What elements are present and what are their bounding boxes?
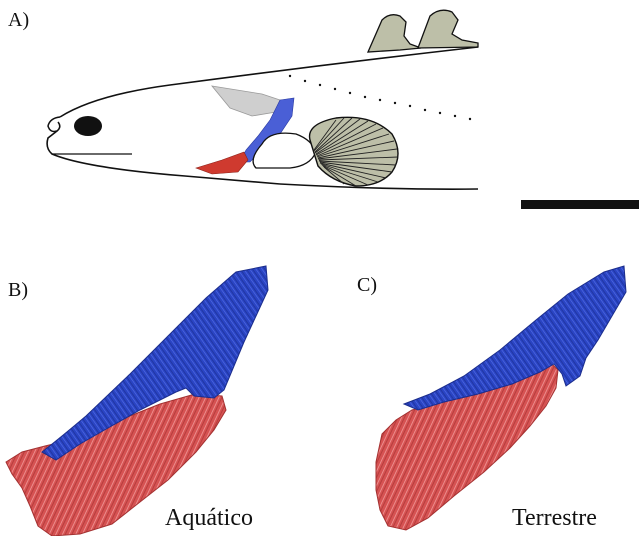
dorsal-fin-2 [418,10,478,48]
eye [74,116,102,136]
gray-bone [212,86,280,116]
lateral-line [289,75,471,120]
pectoral-fin [310,117,398,186]
dorsal-fin-1 [368,15,421,52]
bone-render-aquatic [6,266,268,536]
red-bone [196,152,248,174]
scale-bar [521,200,639,209]
fish-head-schematic [47,10,478,189]
bone-render-terrestrial [376,266,626,530]
fish-ventral-outline [280,184,478,189]
nostril [48,117,60,131]
